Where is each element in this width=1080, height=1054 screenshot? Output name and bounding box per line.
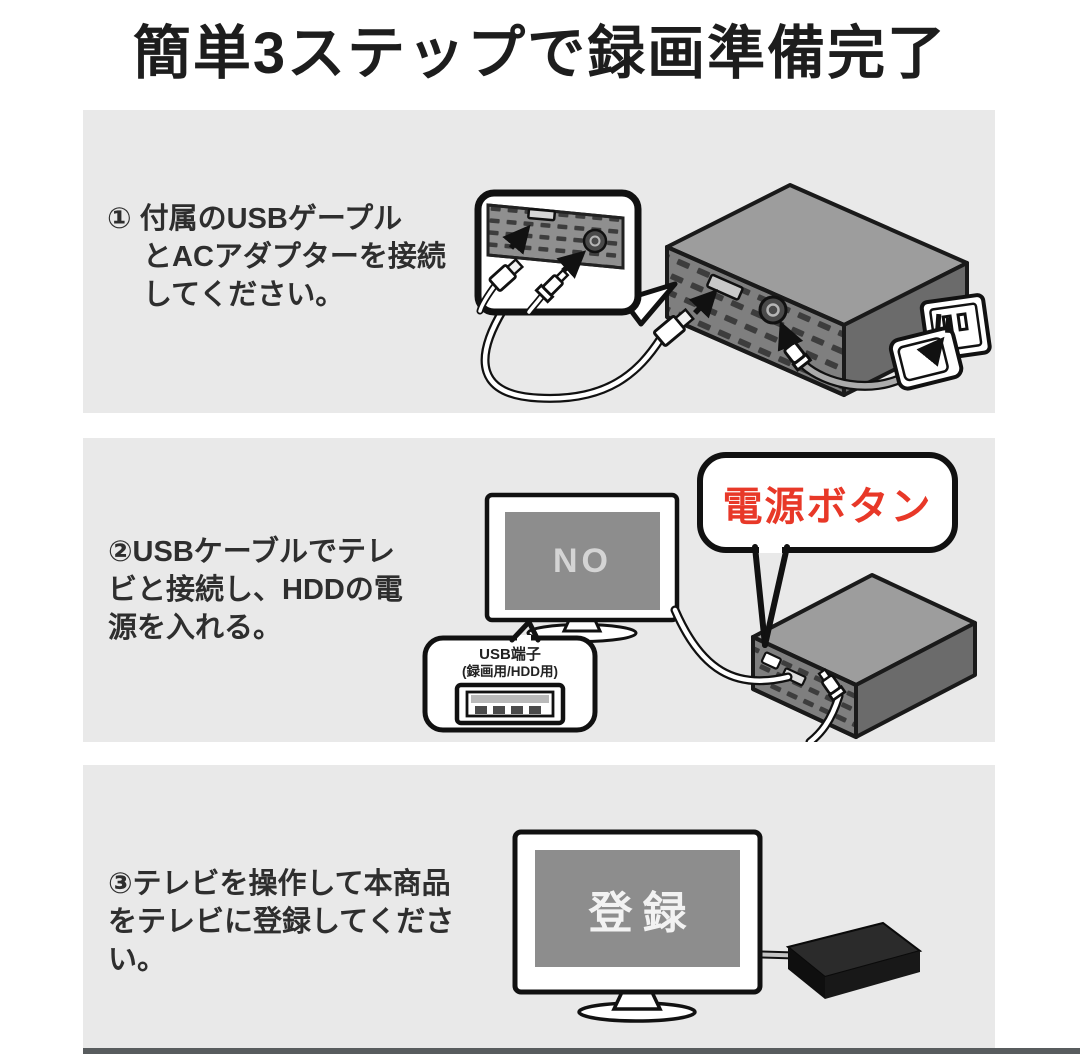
step2-panel: ②USBケーブルでテレ ビと接続し、HDDの電 源を入れる。 <box>83 438 995 742</box>
arrow-inset-usb <box>502 224 531 255</box>
step3-panel: ③テレビを操作して本商品 をテレビに登録してくださ い。 登録 <box>83 765 995 1048</box>
step1-panel: ① 付属のUSBゲープル とACアダプターを接続 してください。 <box>83 110 995 413</box>
tv <box>512 829 763 1023</box>
step3-line3: い。 <box>108 944 167 976</box>
step1-line2: とACアダプターを接続 <box>143 241 446 273</box>
step3-line1: ③テレビを操作して本商品 <box>108 868 451 900</box>
hdd-black-box <box>785 921 923 999</box>
arrow-main-dc <box>777 320 804 352</box>
power-button <box>760 651 782 670</box>
usb-terminal-subtitle: (録画用/HDD用) <box>462 664 558 679</box>
arrow-inset-dc <box>556 250 587 279</box>
step2-line3: 源を入れる。 <box>108 612 283 644</box>
usb-port <box>706 273 744 301</box>
usb-cable <box>480 305 666 403</box>
step3-text: ③テレビを操作して本商品 をテレビに登録してくださ い。 <box>108 865 454 979</box>
step1-illustration <box>474 183 992 403</box>
dc-plug <box>817 668 847 703</box>
power-button-bubble <box>697 452 958 648</box>
step3-illustration <box>512 829 923 1023</box>
usb-connector <box>653 307 695 347</box>
step3-line2: をテレビに登録してくださ <box>108 906 455 938</box>
step1-text: ① 付属のUSBゲープル とACアダプターを接続 してください。 <box>107 200 446 314</box>
step2-illustration <box>422 452 977 742</box>
step1-line1: ① 付属のUSBゲープル <box>107 203 403 235</box>
usb-terminal-title: USB端子 <box>479 645 541 663</box>
step1-line3: してください。 <box>143 279 345 311</box>
tv-screen-text: 登録 <box>588 888 697 938</box>
step2-line2: ビと接続し、HDDの電 <box>108 574 403 606</box>
bottom-strip <box>83 1048 1080 1054</box>
dc-jack <box>758 295 788 325</box>
inset-dc-jack <box>582 228 608 254</box>
step2-line1: ②USBケーブルでテレ <box>108 536 396 568</box>
step2-text: ②USBケーブルでテレ ビと接続し、HDDの電 源を入れる。 <box>108 533 403 647</box>
inset-usb-connector <box>488 257 525 292</box>
tv-screen <box>535 850 740 967</box>
arrow-outlet <box>916 336 945 367</box>
inset-detail-box <box>474 189 642 316</box>
usb-terminal-callout <box>422 619 598 733</box>
power-button-label: 電源ボタン <box>722 484 933 529</box>
usb-port-icon <box>454 682 566 726</box>
tv-screen <box>505 512 660 610</box>
tv <box>484 492 680 643</box>
tv-screen-text: NO <box>553 541 612 580</box>
hdd-unit <box>751 573 977 739</box>
page-title: 簡単3ステップで録画準備完了 <box>132 21 948 86</box>
inset-usb-port <box>527 207 557 222</box>
arrow-main-usb <box>688 289 718 319</box>
